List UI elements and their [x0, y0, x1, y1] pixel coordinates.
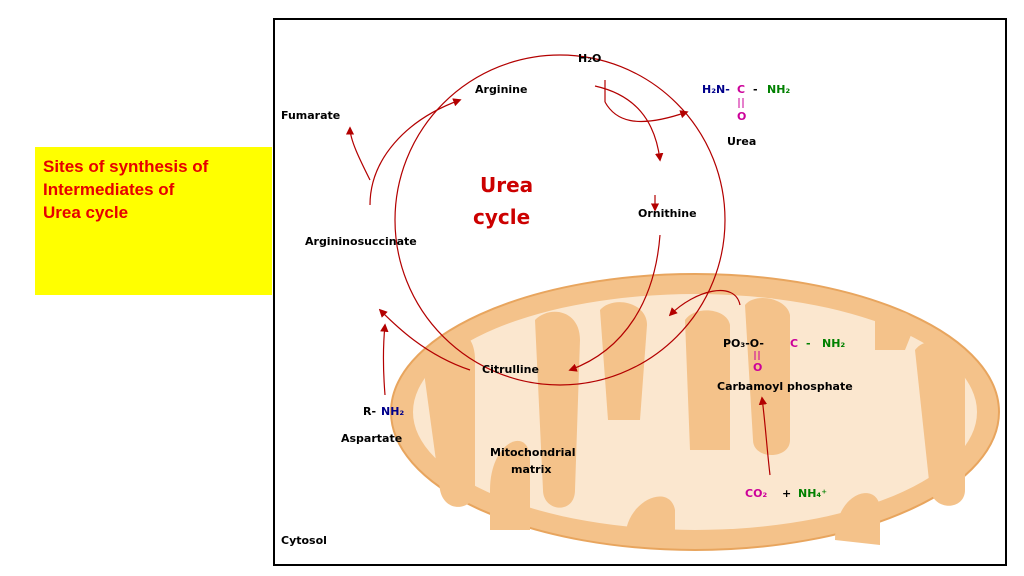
mitochondrial-label: Mitochondrial: [490, 446, 576, 459]
urea-dash: -: [753, 83, 758, 96]
fumarate-label: Fumarate: [281, 109, 340, 122]
arginine-label: Arginine: [475, 83, 527, 96]
citrulline-label: Citrulline: [482, 363, 539, 376]
urea-carbon: C: [737, 83, 745, 96]
cristae: [425, 297, 965, 545]
ornithine-label: Ornithine: [638, 207, 697, 220]
mitochondrion: [390, 273, 1000, 551]
note-line-3: Urea cycle: [43, 203, 129, 222]
carbamoyl-phosphate-formula: PO₃-O- C - NH₂ O Carbamoyl phosphate: [717, 337, 853, 393]
water-label: H₂O: [578, 52, 601, 65]
urea-nh2: NH₂: [767, 83, 790, 96]
sites-of-synthesis-note: Sites of synthesis of Intermediates of U…: [35, 147, 272, 295]
cp-oxygen: O: [753, 361, 762, 374]
cp-po3: PO₃-O-: [723, 337, 764, 350]
cytosol-label: Cytosol: [281, 534, 327, 547]
aspartate-label: Aspartate: [341, 432, 402, 445]
cp-nh2: NH₂: [822, 337, 845, 350]
nh4-label: NH₄⁺: [798, 487, 827, 500]
aspartate-r: R-: [363, 405, 376, 418]
argininosuccinate-label: Argininosuccinate: [305, 235, 417, 248]
co2-label: CO₂: [745, 487, 767, 500]
aspartate-formula: R- NH₂ Aspartate: [341, 405, 404, 445]
urea-label: Urea: [727, 135, 756, 148]
urea-h2n: H₂N-: [702, 83, 730, 96]
cycle-title-line-1: Urea: [480, 173, 533, 197]
urea-formula: H₂N- C - NH₂ O Urea: [702, 83, 790, 148]
note-line-2: Intermediates of: [43, 180, 175, 199]
plus-sign: +: [782, 487, 791, 500]
matrix-label: matrix: [511, 463, 551, 476]
aspartate-nh2: NH₂: [381, 405, 404, 418]
note-line-1: Sites of synthesis of: [43, 157, 209, 176]
cp-dash: -: [806, 337, 811, 350]
co2-nh4-reactants: CO₂ + NH₄⁺: [745, 487, 827, 500]
cycle-title-line-2: cycle: [473, 205, 530, 229]
cycle-arrows: [345, 80, 771, 476]
diagram-canvas: Urea cycle Arginine Ornithine Citrulline…: [281, 52, 1000, 551]
cycle-path: [394, 54, 726, 386]
carbamoyl-phosphate-label: Carbamoyl phosphate: [717, 380, 853, 393]
urea-oxygen: O: [737, 110, 746, 123]
urea-cycle-diagram: Urea cycle Arginine Ornithine Citrulline…: [273, 18, 1007, 566]
cp-carbon: C: [790, 337, 798, 350]
